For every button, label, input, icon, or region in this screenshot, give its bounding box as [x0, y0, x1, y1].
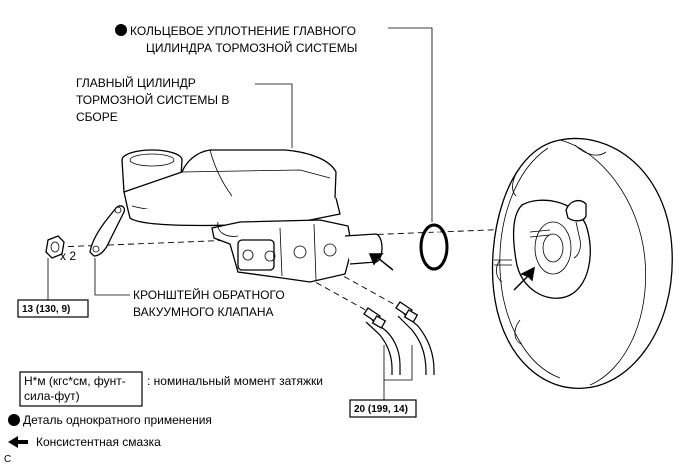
vacuum-check-valve-bracket	[89, 205, 126, 257]
unit-legend-line2: сила-фут)	[24, 389, 80, 403]
master-cylinder-leader	[255, 83, 293, 148]
grease-arrow-master-icon	[368, 253, 394, 271]
bracket-leader	[94, 258, 130, 296]
grease-arrow-booster-icon	[513, 266, 535, 291]
legend-non-reusable-text: Деталь однократного применения	[23, 413, 212, 427]
unit-legend-line1: Н*м (кгс*см, фунт-	[24, 374, 126, 388]
master-cylinder-label-line2: ТОРМОЗНОЙ СИСТЕМЫ В	[76, 92, 229, 107]
non-reusable-marker-icon	[115, 24, 127, 36]
legend-grease-arrow-icon	[8, 436, 28, 448]
o-ring-label-line2: ЦИЛИНДРА ТОРМОЗНОЙ СИСТЕМЫ	[146, 40, 357, 55]
brake-line-axis-2	[317, 261, 409, 313]
master-cylinder-assembly	[121, 149, 383, 283]
lines-torque-value: 20 (199, 14)	[354, 404, 408, 415]
corner-code: C	[4, 454, 11, 465]
brake-booster	[491, 137, 673, 389]
legend-grease-text: Консистентная смазка	[36, 435, 161, 449]
brake-line-2	[395, 301, 435, 375]
master-cylinder-label-line1: ГЛАВНЫЙ ЦИЛИНДР	[76, 75, 196, 90]
legend-non-reusable-icon	[8, 414, 20, 426]
unit-legend-box	[19, 371, 143, 407]
o-ring-label-line1: КОЛЬЦЕВОЕ УПЛОТНЕНИЕ ГЛАВНОГО	[130, 24, 356, 38]
nut-torque-box	[17, 299, 89, 318]
brake-line-1	[363, 307, 401, 375]
nut	[45, 235, 65, 259]
nut-torque-value: 13 (130, 9)	[22, 304, 70, 315]
o-ring	[419, 223, 449, 271]
brake-line-axis-1	[289, 267, 381, 319]
lines-torque-bracket	[383, 345, 413, 381]
o-ring-highlight	[423, 228, 445, 266]
lines-torque-box	[349, 399, 417, 418]
master-cylinder-label-line3: СБОРЕ	[76, 110, 118, 124]
bracket-label-line2: ВАКУУМНОГО КЛАПАНА	[133, 305, 274, 319]
o-ring-leader	[388, 27, 433, 222]
bracket-label-line1: КРОНШТЕЙН ОБРАТНОГО	[133, 287, 285, 302]
quantity-label: x 2	[60, 249, 76, 263]
unit-legend-description: : номинальный момент затяжки	[147, 374, 323, 388]
